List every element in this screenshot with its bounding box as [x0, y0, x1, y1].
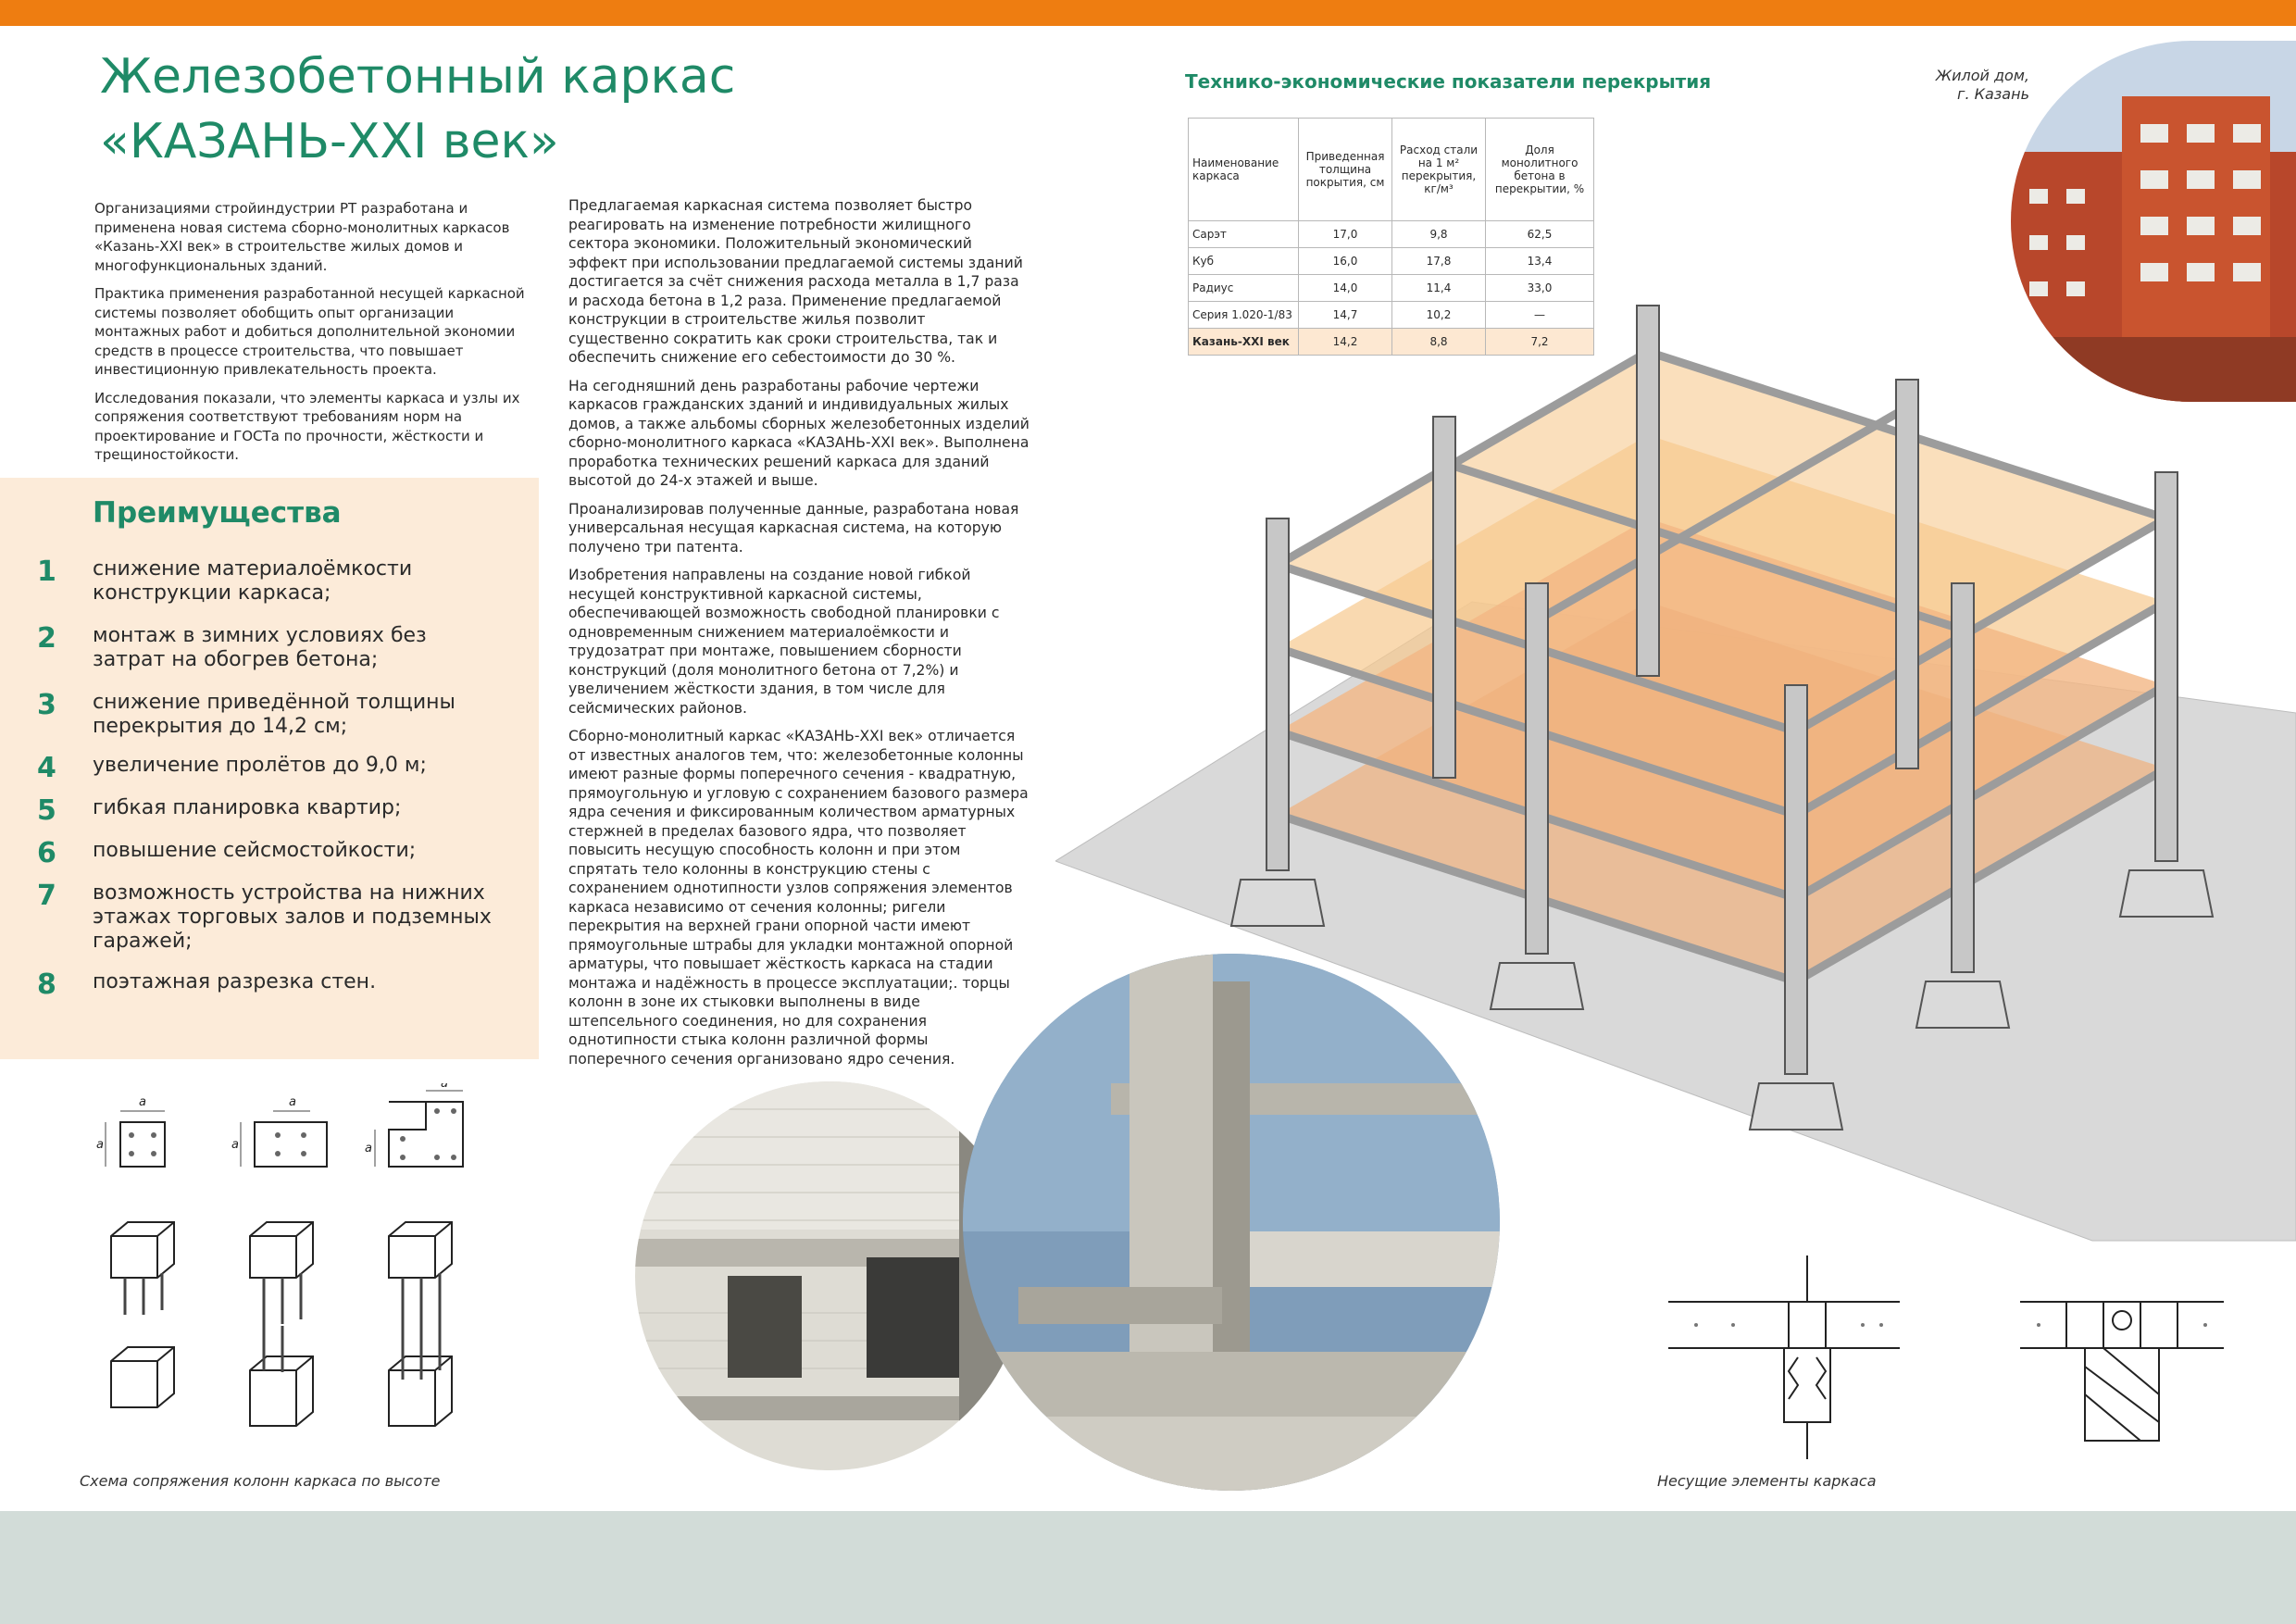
dimension-label: a	[96, 1138, 104, 1152]
construction-photo-left	[635, 1081, 1024, 1470]
main-paragraph: Изобретения направлены на создание новой…	[568, 567, 1000, 717]
dimension-label: a	[289, 1095, 296, 1109]
advantages-panel	[0, 478, 539, 1059]
bearing-elements-caption: Несущие элементы каркаса	[1657, 1472, 1877, 1490]
tep-table: Наименование каркаса Приведенная толщина…	[1188, 118, 1594, 356]
bottom-band	[0, 1511, 2296, 1624]
table-header-row: Наименование каркаса Приведенная толщина…	[1188, 118, 1594, 221]
page-title: Железобетонный каркас «КАЗАНЬ-XXI век»	[100, 49, 736, 169]
main-paragraph: Предлагаемая каркасная система позволяет…	[568, 197, 1023, 366]
dimension-label: a	[231, 1138, 239, 1152]
intro-paragraph: Организациями стройиндустрии РТ разработ…	[94, 200, 510, 274]
main-paragraph: Проанализировав полученные данные, разра…	[568, 500, 1019, 556]
main-paragraph: На сегодняшний день разработаны рабочие …	[568, 377, 1029, 490]
bearing-elements-diagram	[1668, 1255, 2224, 1459]
top-accent-bar	[0, 0, 2296, 26]
table-header: Наименование каркаса	[1188, 118, 1299, 221]
columns-scheme-caption: Схема сопряжения колонн каркаса по высот…	[80, 1472, 441, 1490]
column-joint-diagram: a a a a a a	[96, 1083, 464, 1427]
intro-paragraph: Практика применения разработанной несуще…	[94, 285, 525, 378]
dimension-label: a	[139, 1095, 146, 1109]
dimension-label: a	[365, 1142, 372, 1156]
table-title: Технико-экономические показатели перекры…	[1185, 70, 1712, 93]
dimension-label: a	[441, 1083, 448, 1091]
intro-text: Организациями стройиндустрии РТ разработ…	[94, 199, 539, 474]
house-photo-label: Жилой дом, г. Казань	[1935, 67, 2029, 103]
table-header: Приведенная толщина покрытия, см	[1298, 118, 1392, 221]
main-paragraph: Сборно-монолитный каркас «КАЗАНЬ-XXI век…	[568, 728, 1029, 1068]
table-header: Доля монолитного бетона в перекрытии, %	[1485, 118, 1594, 221]
main-text: Предлагаемая каркасная система позволяет…	[568, 196, 1029, 1078]
frame-3d-illustration	[1055, 305, 2296, 1242]
advantages-title: Преимущества	[93, 496, 342, 530]
table-header: Расход стали на 1 м² перекрытия, кг/м³	[1391, 118, 1486, 221]
intro-paragraph: Исследования показали, что элементы карк…	[94, 389, 520, 464]
